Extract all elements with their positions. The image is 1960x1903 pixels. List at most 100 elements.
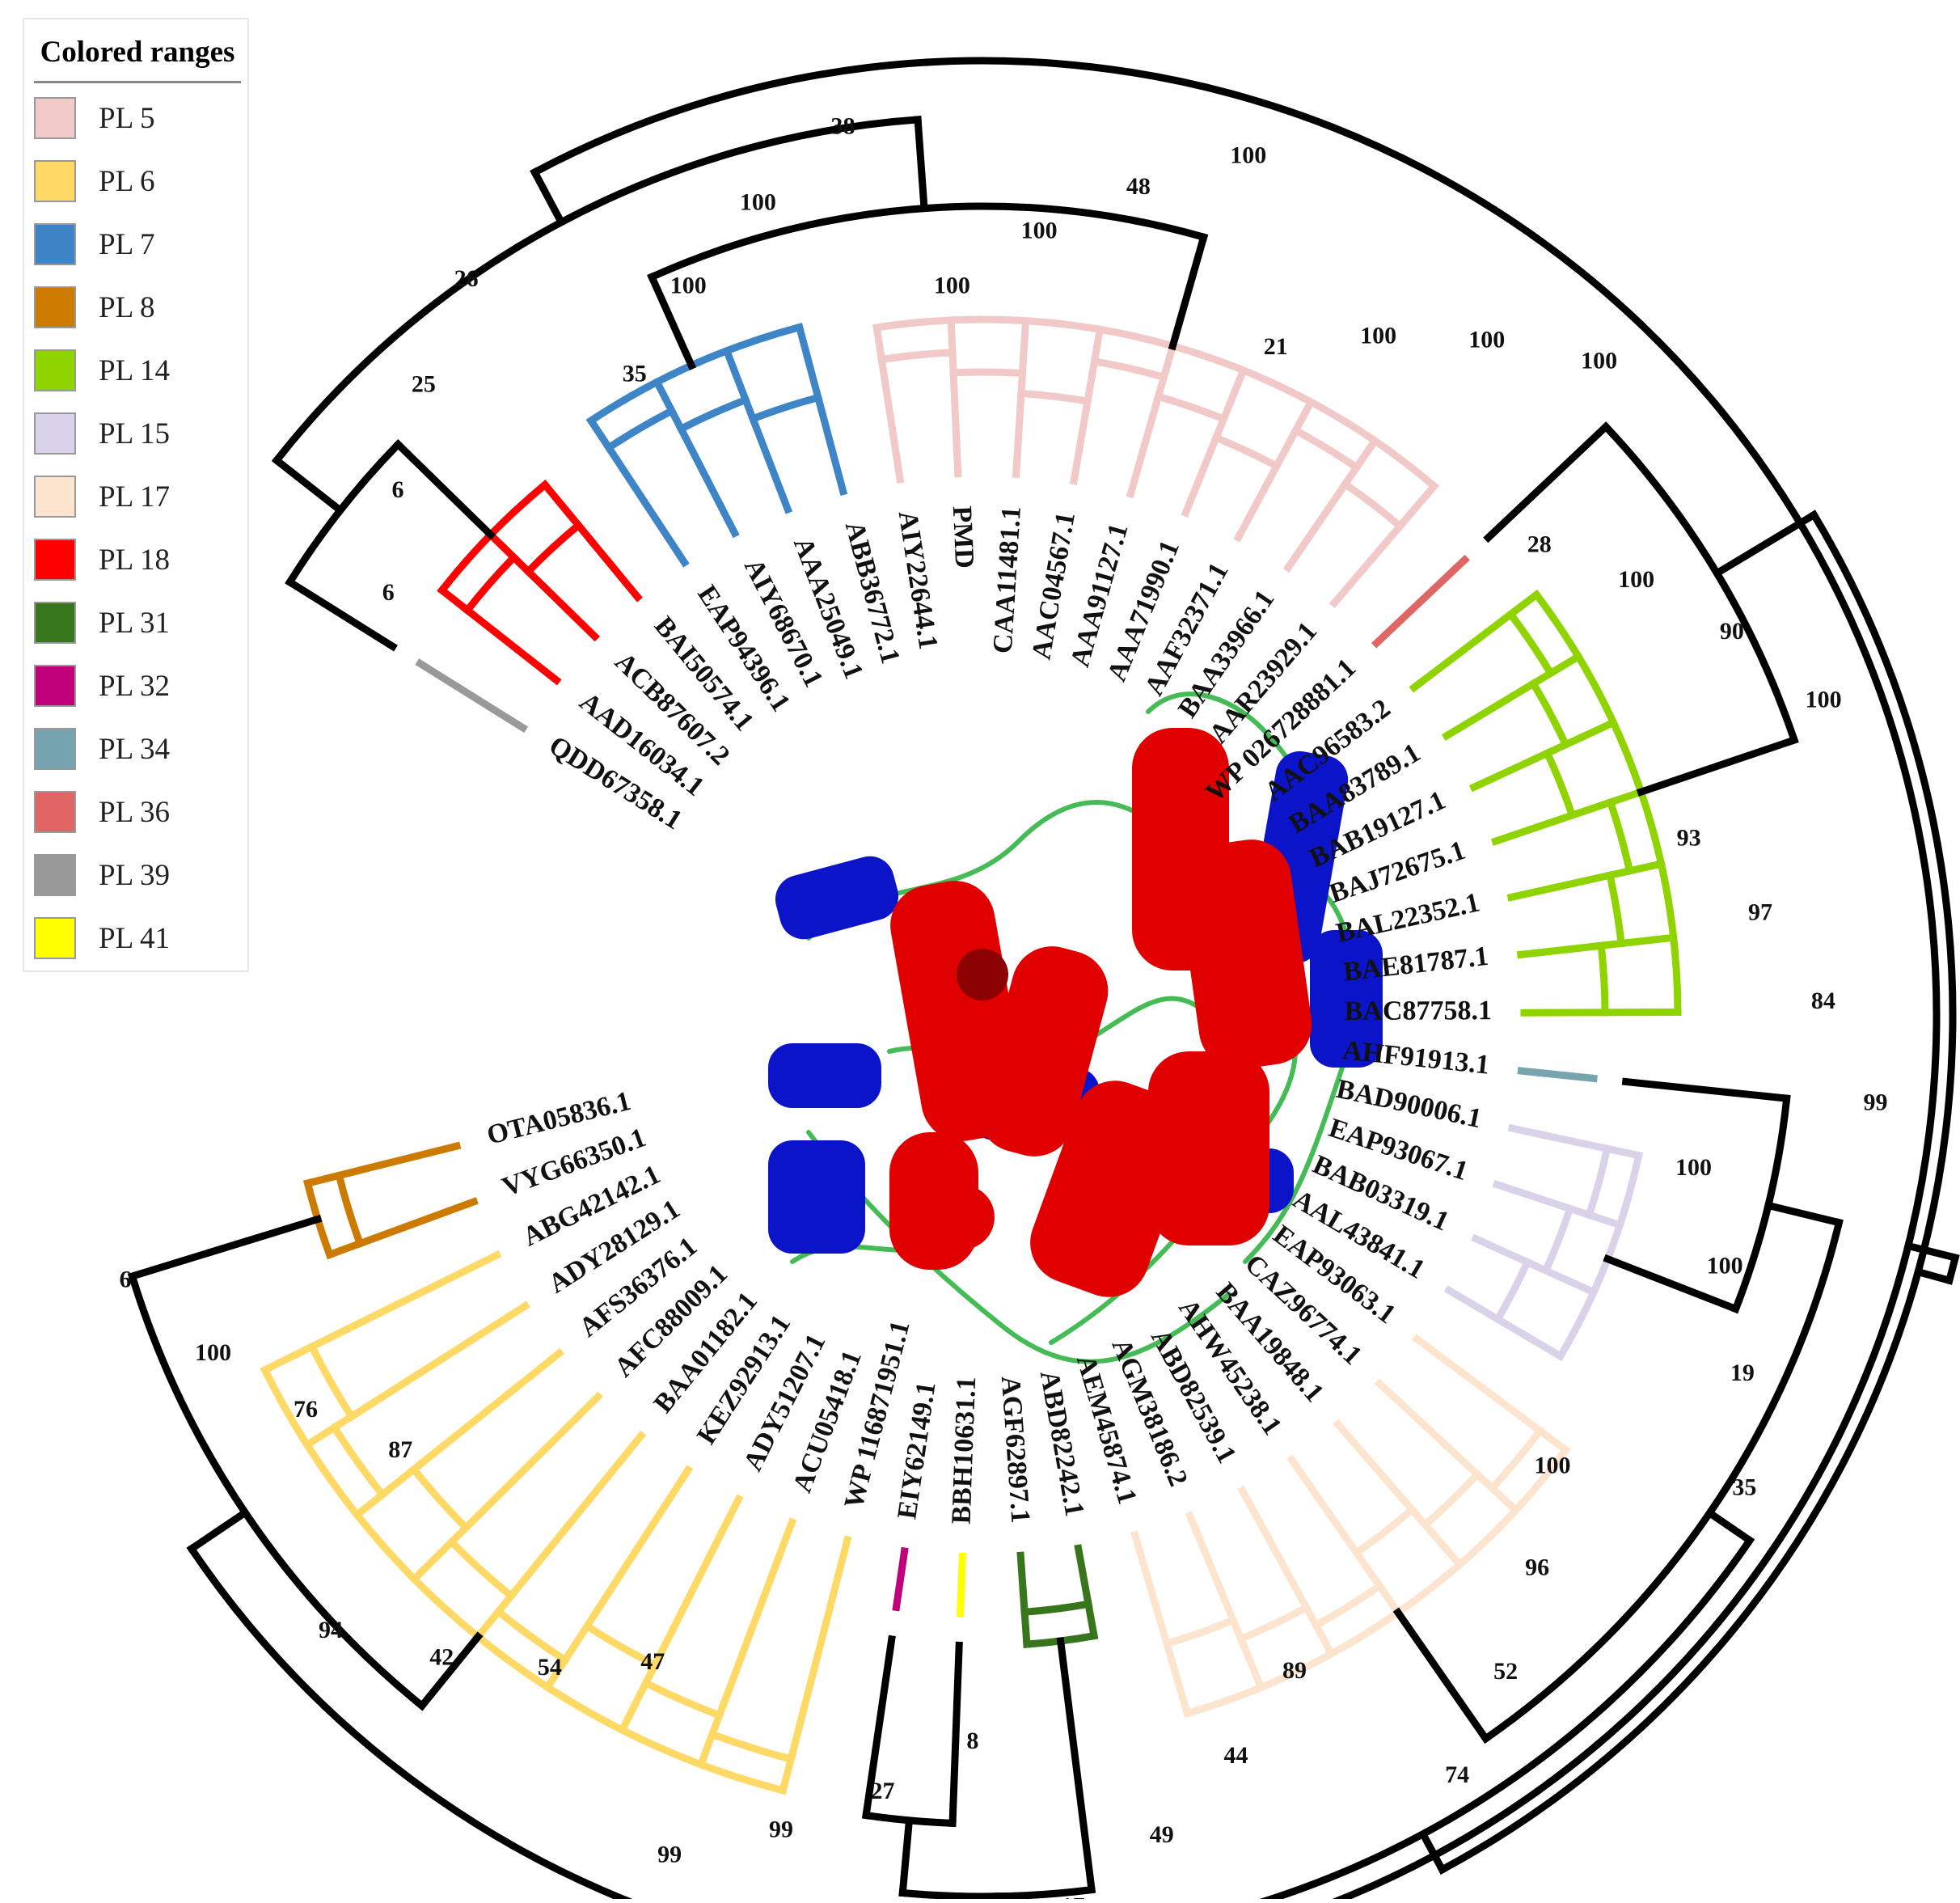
legend-item: PL 36 <box>34 791 244 839</box>
bootstrap-value: 48 <box>1126 173 1151 200</box>
backbone-arc <box>652 206 1204 277</box>
clade-branch <box>1527 1262 1594 1292</box>
clade-branch <box>1095 329 1100 361</box>
bootstrap-value: 97 <box>1748 899 1772 926</box>
bootstrap-value: 100 <box>1468 327 1505 353</box>
bootstrap-value: 74 <box>1445 1761 1469 1788</box>
leaf-branch <box>1292 1460 1379 1586</box>
legend-label: PL 36 <box>99 794 170 831</box>
leaf-branch <box>420 663 523 727</box>
bootstrap-value: 100 <box>1534 1452 1570 1478</box>
clade-arc <box>1497 1262 1527 1320</box>
clade-branch <box>1610 864 1661 875</box>
bootstrap-value: 100 <box>1806 686 1842 713</box>
legend-item: PL 17 <box>34 476 244 524</box>
backbone-branch <box>1626 1082 1787 1099</box>
clade-branch <box>1295 402 1311 430</box>
bootstrap-value: 99 <box>769 1816 793 1843</box>
bootstrap-value: 100 <box>934 273 970 299</box>
clade-arc <box>681 400 746 429</box>
backbone-arc <box>289 444 398 581</box>
leaf-branch <box>1512 1128 1607 1148</box>
legend-label: PL 31 <box>99 605 170 642</box>
leaf-branch <box>330 1255 496 1338</box>
backbone-branch <box>1908 1246 1955 1258</box>
backbone-branch <box>398 444 490 535</box>
leaf-label: AHF91913.1 <box>1341 1035 1491 1080</box>
backbone-branch <box>1918 1272 1949 1281</box>
backbone-branch <box>192 1512 245 1549</box>
bootstrap-value: 94 <box>319 1617 343 1643</box>
clade-arc <box>339 1175 360 1243</box>
leaf-branch <box>1242 1491 1306 1608</box>
legend-label: PL 39 <box>99 857 170 894</box>
bootstrap-value: 28 <box>1527 531 1552 558</box>
bootstrap-value: 52 <box>1493 1658 1518 1685</box>
leaf-branch <box>791 1540 847 1759</box>
leaf-branch <box>1020 1555 1023 1592</box>
legend-title: Colored ranges <box>34 27 241 83</box>
clade-branch <box>1611 792 1641 802</box>
leaf-branch <box>808 358 843 491</box>
bootstrap-value: 84 <box>1811 987 1835 1014</box>
bootstrap-value: 8 <box>966 1728 978 1754</box>
clade-branch <box>1023 1592 1027 1644</box>
legend-label: PL 14 <box>99 353 170 390</box>
leaf-branch <box>655 1499 739 1664</box>
legend-swatch <box>34 349 76 391</box>
bootstrap-value: 44 <box>1223 1742 1248 1769</box>
clade-arc <box>1295 430 1356 467</box>
leaf-branch <box>1334 542 1387 603</box>
legend-swatch <box>34 728 76 770</box>
bootstrap-value: 100 <box>1618 566 1654 593</box>
leaf-branch <box>961 1557 963 1613</box>
bootstrap-value: 100 <box>1707 1253 1743 1279</box>
clade-branch <box>1607 1148 1639 1155</box>
leaf-branch <box>1521 945 1601 954</box>
clade-arc <box>498 1612 565 1660</box>
backbone-branch <box>1709 1513 1750 1541</box>
bootstrap-value: 42 <box>429 1643 454 1670</box>
backbone-branch <box>953 1645 959 1823</box>
legend-item: PL 39 <box>34 854 244 903</box>
bootstrap-value: 100 <box>1581 347 1617 374</box>
leaf-branch <box>1511 875 1610 897</box>
bootstrap-value: 21 <box>1264 333 1288 360</box>
bootstrap-value: 54 <box>538 1654 562 1681</box>
leaf-label: AGF62897.1 <box>995 1375 1036 1524</box>
backbone-branch <box>133 1220 318 1276</box>
clade-branch <box>800 328 808 359</box>
leaf-branch <box>1474 753 1548 787</box>
leaf-label: AIY22644.1 <box>893 509 944 651</box>
clade-arc <box>753 398 818 419</box>
legend-swatch <box>34 539 76 581</box>
legend-item: PL 6 <box>34 160 244 209</box>
clade-branch <box>1216 370 1244 438</box>
legend-item: PL 41 <box>34 917 244 966</box>
clade-arc <box>953 372 1022 374</box>
bootstrap-value: 89 <box>1282 1657 1307 1684</box>
clade-arc <box>467 557 513 610</box>
backbone-branch <box>1768 1205 1839 1222</box>
clade-arc <box>1589 1148 1607 1215</box>
legend-swatch <box>34 854 76 896</box>
bootstrap-value: 35 <box>623 360 647 387</box>
bootstrap-value: 38 <box>831 112 855 139</box>
bootstrap-value: 100 <box>1675 1154 1712 1181</box>
bootstrap-value: 35 <box>1732 1474 1756 1500</box>
legend-label: PL 18 <box>99 542 170 579</box>
clade-arc <box>1095 362 1164 378</box>
backbone-branch <box>289 582 392 646</box>
backbone-branch <box>918 120 924 209</box>
legend-swatch <box>34 286 76 328</box>
leaf-branch <box>1449 1291 1532 1340</box>
leaf-branch <box>881 360 900 480</box>
legend-label: PL 15 <box>99 416 170 453</box>
leaf-branch <box>1288 484 1345 568</box>
backbone-branch <box>277 460 340 510</box>
bootstrap-value: 99 <box>657 1841 682 1867</box>
leaf-branch <box>609 448 685 563</box>
clade-branch <box>657 382 682 429</box>
